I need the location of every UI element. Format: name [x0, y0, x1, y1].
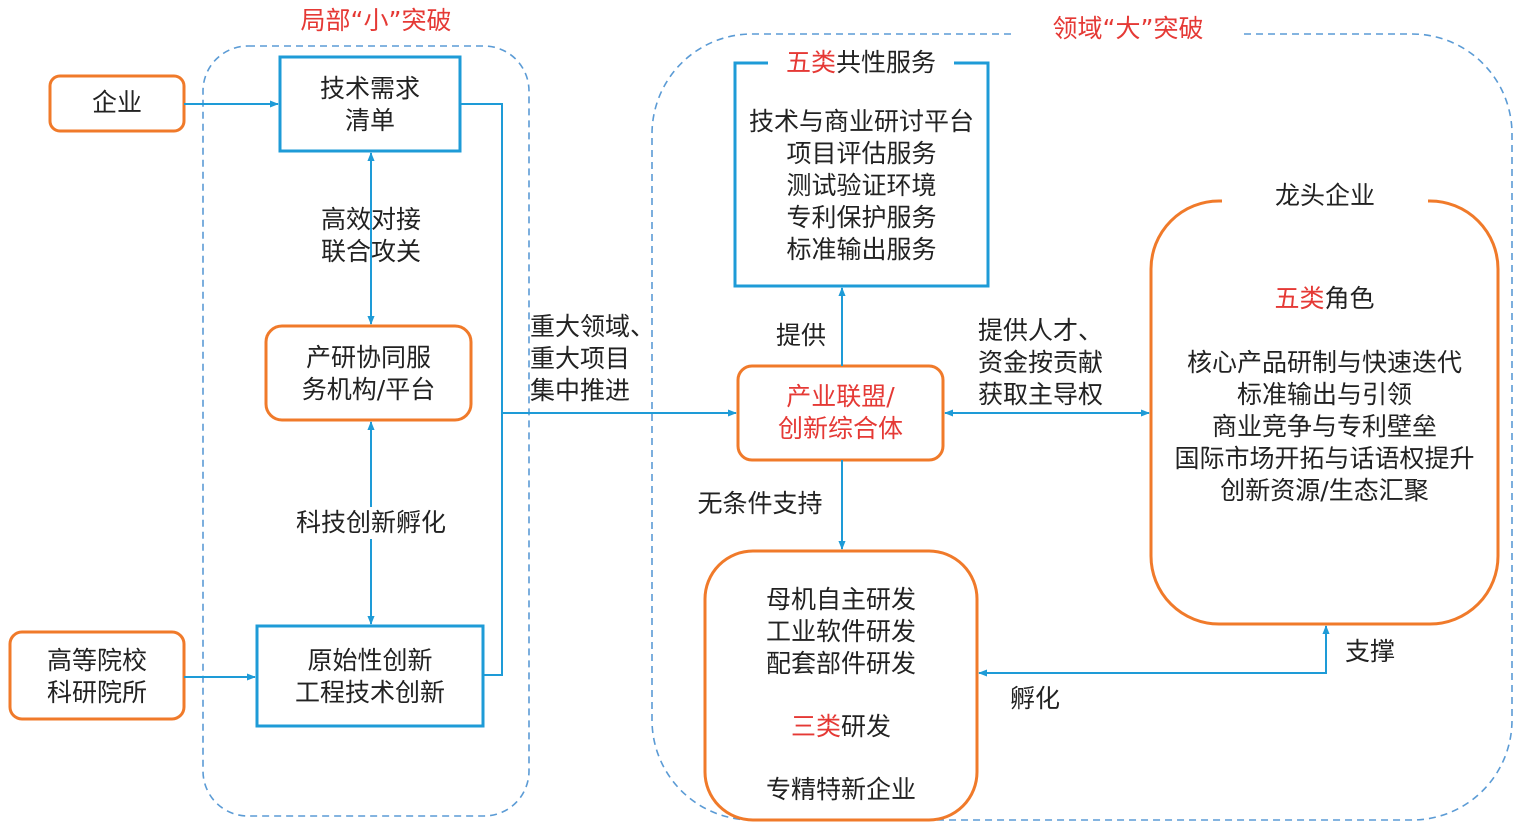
service-item: 专利保护服务	[786, 203, 937, 232]
collab-platform-label: 产研协同服 务机构/平台	[266, 342, 471, 406]
enterprise-label: 企业	[91, 88, 142, 117]
collab-platform-line-2: 务机构/平台	[301, 375, 436, 404]
role-item: 国际市场开拓与话语权提升	[1174, 444, 1475, 473]
major-line-2: 重大项目	[530, 344, 631, 373]
talent-edge-label: 提供人才、 资金按贡献 获取主导权	[978, 315, 1118, 411]
rd-title: 三类研发	[705, 711, 977, 743]
edge-leader-rd	[978, 625, 1330, 677]
domain-breakthrough-title: 领域“大”突破	[1015, 13, 1241, 45]
leader-title: 龙头企业	[1222, 180, 1428, 212]
role-item: 核心产品研制与快速迭代	[1186, 348, 1462, 377]
rd-list: 母机自主研发 工业软件研发 配套部件研发	[705, 584, 977, 680]
matching-edge-label: 高效对接 联合攻关	[300, 204, 442, 268]
roles-title: 五类角色	[1151, 283, 1498, 315]
local-breakthrough-title: 局部“小”突破	[263, 5, 489, 37]
universities-line-1: 高等院校	[46, 646, 147, 675]
service-item: 标准输出服务	[786, 235, 937, 264]
role-item: 创新资源/生态汇聚	[1220, 476, 1429, 505]
talent-line-2: 资金按贡献	[978, 348, 1104, 377]
service-item: 技术与商业研讨平台	[748, 107, 974, 136]
unconditional-edge-label: 无条件支持	[697, 489, 823, 518]
innovation-line-2: 工程技术创新	[294, 678, 445, 707]
major-line-3: 集中推进	[530, 376, 631, 405]
tech-demand-line-2: 清单	[344, 106, 395, 135]
services-title-rest: 共性服务	[836, 48, 937, 77]
rd-title-red: 三类	[790, 712, 841, 741]
roles-title-rest: 角色	[1324, 284, 1375, 313]
rd-box	[703, 549, 979, 822]
service-item: 项目评估服务	[786, 139, 937, 168]
services-list: 技术与商业研讨平台 项目评估服务 测试验证环境 专利保护服务 标准输出服务	[735, 106, 988, 266]
tech-demand-line-1: 技术需求	[319, 74, 420, 103]
role-item: 商业竞争与专利壁垒	[1211, 412, 1437, 441]
roles-title-red: 五类	[1274, 284, 1325, 313]
major-edge-label: 重大领域、 重大项目 集中推进	[530, 311, 656, 407]
support-edge-label: 支撑	[1344, 637, 1395, 666]
universities-box	[8, 630, 186, 721]
collab-platform-box	[264, 324, 473, 422]
tech-demand-label: 技术需求 清单	[280, 73, 460, 137]
talent-line-1: 提供人才、	[978, 316, 1104, 345]
role-item: 标准输出与引领	[1236, 380, 1412, 409]
incubation-sci-edge-label: 科技创新孵化	[288, 507, 454, 539]
sme-label: 专精特新企业	[752, 774, 930, 806]
innovation-label: 原始性创新 工程技术创新	[257, 645, 483, 709]
services-title: 五类共性服务	[768, 47, 954, 79]
universities-line-2: 科研院所	[46, 678, 147, 707]
rd-item: 配套部件研发	[765, 649, 916, 678]
major-line-1: 重大领域、	[530, 312, 656, 341]
alliance-label: 产业联盟/ 创新综合体	[738, 381, 943, 445]
roles-list: 核心产品研制与快速迭代 标准输出与引领 商业竞争与专利壁垒 国际市场开拓与话语权…	[1151, 347, 1498, 507]
talent-line-3: 获取主导权	[978, 380, 1104, 409]
services-title-red: 五类	[785, 48, 836, 77]
collab-platform-line-1: 产研协同服	[305, 343, 431, 372]
matching-line-1: 高效对接	[320, 205, 421, 234]
alliance-box	[736, 364, 945, 462]
incubate-edge-label: 孵化	[1009, 684, 1060, 713]
universities-label: 高等院校 科研院所	[10, 645, 184, 709]
edge-demand-bracket	[460, 103, 503, 676]
alliance-line-1: 产业联盟/	[786, 382, 895, 411]
rd-item: 工业软件研发	[765, 617, 916, 646]
matching-line-2: 联合攻关	[320, 237, 421, 266]
rd-title-rest: 研发	[841, 712, 892, 741]
innovation-line-1: 原始性创新	[307, 646, 433, 675]
rd-item: 母机自主研发	[765, 585, 916, 614]
service-item: 测试验证环境	[786, 171, 937, 200]
tech-demand-box	[278, 55, 462, 153]
alliance-line-2: 创新综合体	[777, 414, 903, 443]
provide-edge-label: 提供	[775, 321, 826, 350]
